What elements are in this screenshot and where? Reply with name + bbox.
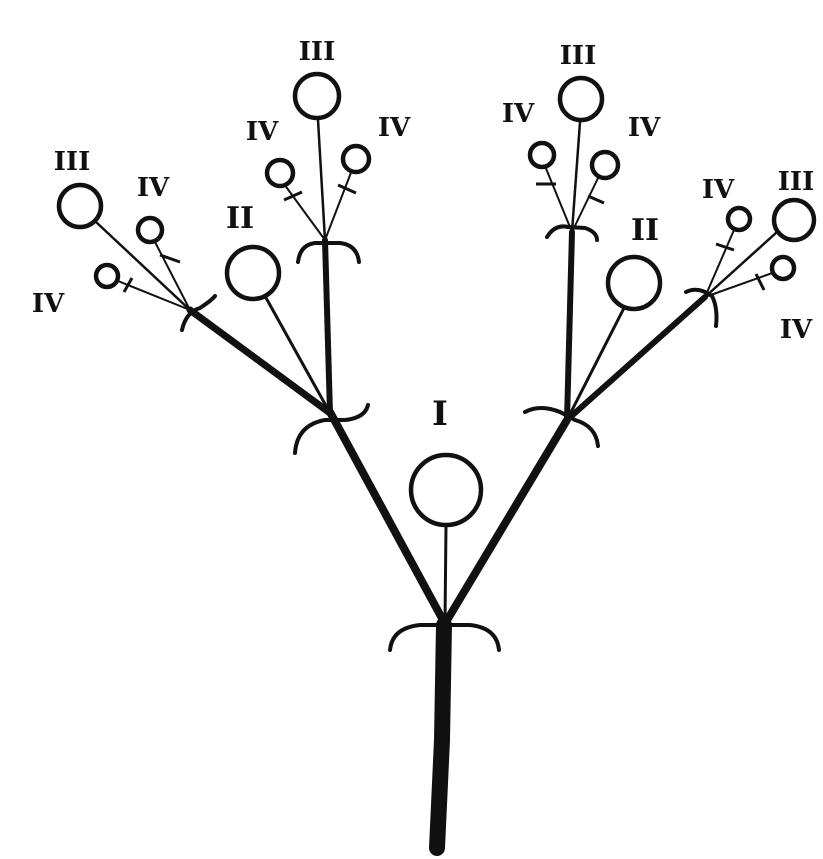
flower-IV-left-top-left — [264, 157, 296, 189]
label-flower-III-right-top: III — [560, 41, 597, 71]
flower-IV-far-left-lower — [93, 262, 121, 290]
flower-III-left-top — [292, 71, 342, 121]
flower-III-far-right — [771, 197, 817, 243]
label-flower-IV-left-top-left: IV — [246, 117, 279, 147]
label-flower-III-far-left: III — [54, 147, 91, 177]
left-top-bract — [296, 241, 361, 264]
flower-IV-right-top-right — [589, 149, 621, 181]
label-flower-IV-far-right-lower: IV — [780, 315, 813, 345]
far-left-III-pedicel — [94, 220, 192, 312]
left-top-III-pedicel — [316, 118, 327, 242]
flower-II-left-pedicel — [263, 294, 332, 415]
bract-mark — [587, 194, 605, 205]
far-right-III-pedicel — [703, 230, 779, 299]
flower-II-right-pedicel — [565, 306, 626, 422]
flower-IV-far-right-upper — [725, 205, 753, 233]
label-flower-III-left-top: III — [299, 37, 336, 67]
bract-mark — [337, 183, 357, 195]
bract-mark — [283, 190, 303, 202]
bract-mark — [159, 253, 181, 264]
left-top-IV-right-pedicel — [324, 169, 353, 241]
right-top-IV-left-pedicel — [544, 165, 573, 233]
far-left-IV-upper-pedicel — [154, 241, 191, 311]
label-flower-IV-far-right-upper: IV — [702, 175, 735, 205]
bract-mark — [715, 242, 735, 252]
right-middle-branch — [564, 229, 575, 423]
right-top-bract — [545, 224, 599, 242]
flower-III-far-left — [56, 182, 104, 230]
left-node-bract — [293, 403, 370, 455]
flower-I — [408, 452, 484, 528]
right-primary-branch — [442, 416, 571, 626]
flower-IV-right-top-left — [527, 140, 557, 170]
flower-II-left — [224, 244, 282, 302]
left-outer-branch — [186, 306, 334, 417]
flower-II-right — [605, 254, 663, 312]
label-flower-II-left: II — [226, 201, 254, 236]
label-flower-III-far-right: III — [778, 167, 815, 197]
label-flower-IV-left-top-right: IV — [378, 113, 411, 143]
right-outer-branch — [564, 294, 708, 423]
main-stalk — [429, 617, 452, 856]
bract-mark — [122, 277, 134, 293]
far-left-bract — [180, 294, 217, 332]
flower-III-right-top — [557, 75, 605, 123]
label-flower-II-right: II — [631, 213, 659, 248]
far-right-IV-lower-pedicel — [704, 271, 776, 298]
label-flower-IV-far-left-lower: IV — [32, 289, 65, 319]
far-left-IV-lower-pedicel — [117, 280, 191, 311]
left-primary-branch — [326, 408, 448, 626]
label-flower-I: I — [432, 394, 448, 434]
flower-IV-far-right-lower — [769, 254, 797, 282]
label-flower-IV-right-top-right: IV — [628, 113, 661, 143]
left-middle-branch — [322, 237, 333, 416]
far-right-bract — [684, 287, 719, 328]
flower-IV-far-left-upper — [135, 215, 165, 245]
label-flower-IV-right-top-left: IV — [502, 99, 535, 129]
right-top-III-pedicel — [570, 120, 582, 234]
left-top-IV-left-pedicel — [283, 183, 326, 241]
label-flower-IV-far-left-upper: IV — [137, 173, 170, 203]
flower-IV-left-top-right — [340, 143, 372, 175]
bract-mark — [754, 273, 766, 291]
right-top-IV-right-pedicel — [571, 175, 600, 233]
far-right-IV-upper-pedicel — [704, 229, 735, 298]
flower-I-pedicel — [443, 523, 448, 624]
